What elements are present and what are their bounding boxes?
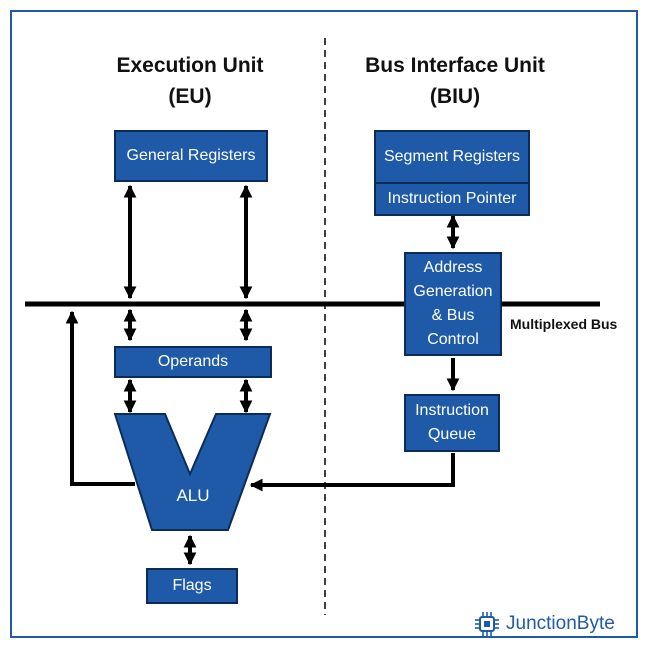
alu-shape [113,413,272,531]
biu-title-text: Bus Interface Unit [365,54,545,77]
operands-block: Operands [114,346,272,378]
alu-label: ALU [176,486,210,505]
queue-alu-arrow [249,453,455,492]
general-registers-block: General Registers [114,130,268,182]
diagram-frame [10,10,638,638]
brand-logo: JunctionByte [474,611,615,637]
address-generation-line-3: & Bus [431,307,475,324]
segment-registers-block: Segment Registers [374,130,530,184]
alu-feedback-arrow [65,310,135,486]
instruction-queue-line-2: Queue [427,426,477,443]
instruction-queue-line-1: Instruction [415,402,489,419]
biu-title: Bus Interface Unit (BIU) [340,53,570,110]
instruction-pointer-block: Instruction Pointer [374,182,530,216]
eu-title-text: Execution Unit [116,54,264,77]
eu-title-abbr: (EU) [168,85,212,108]
address-generation-line-4: Control [427,331,479,348]
address-generation-line-1: Address [423,259,483,276]
flags-block: Flags [146,568,238,604]
biu-title-abbr: (BIU) [429,85,481,108]
address-generation-line-2: Generation [413,283,493,300]
eu-title: Execution Unit (EU) [90,53,290,110]
brand-name: JunctionByte [506,613,615,634]
instruction-queue-block: Instruction Queue [404,394,500,452]
address-generation-block: Address Generation & Bus Control [404,252,502,356]
chip-icon [475,612,499,636]
multiplexed-bus-label: Multiplexed Bus [510,316,618,332]
